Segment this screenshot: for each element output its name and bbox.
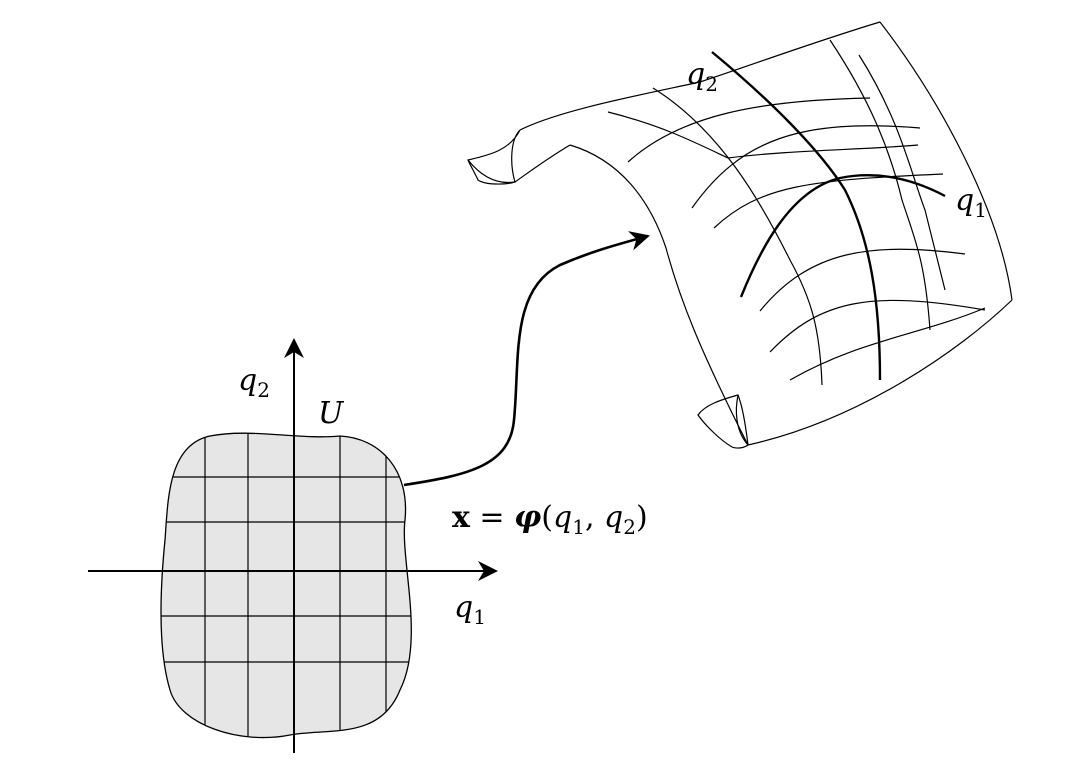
mapping-arg2-base: q (604, 500, 624, 535)
mapping-arg2-sub: 2 (623, 515, 636, 539)
axis-q2-base: q (238, 363, 258, 398)
region-u-label: U (318, 399, 343, 429)
surface-q2-sub: 2 (705, 72, 718, 96)
mapping-comma: , (584, 500, 605, 535)
mapping-formula: x = φ(q1, q2) (452, 500, 648, 539)
mapping-lhs: x (452, 500, 470, 535)
surface-q1-sub: 1 (974, 198, 987, 222)
mapping-func: φ (514, 500, 542, 535)
mapping-arg1-base: q (552, 500, 573, 535)
region-grid (161, 433, 412, 738)
surface-q2-curve (711, 51, 882, 381)
mapping-eq: = (469, 500, 515, 535)
surface-q2-base: q (686, 57, 706, 92)
mapping-open: ( (541, 500, 553, 535)
axis-q1-label: q1 (454, 590, 486, 629)
surface (467, 21, 1013, 449)
surface-mesh (607, 39, 986, 386)
surface-q2-label: q2 (686, 57, 718, 96)
axis-q2-label: q2 (238, 363, 270, 402)
surface-q1-label: q1 (955, 183, 987, 222)
region-u-text: U (318, 396, 344, 431)
surface-q1-curve (739, 174, 946, 298)
region-u (160, 432, 412, 739)
axis-q1-sub: 1 (473, 605, 486, 629)
mapping-arrow (403, 231, 650, 487)
axis-q1-base: q (454, 590, 474, 625)
axis-q2-sub: 2 (257, 378, 270, 402)
mapping-close: ) (635, 500, 648, 535)
mapping-arg1-sub: 1 (572, 515, 585, 539)
surface-q1-base: q (955, 183, 975, 218)
